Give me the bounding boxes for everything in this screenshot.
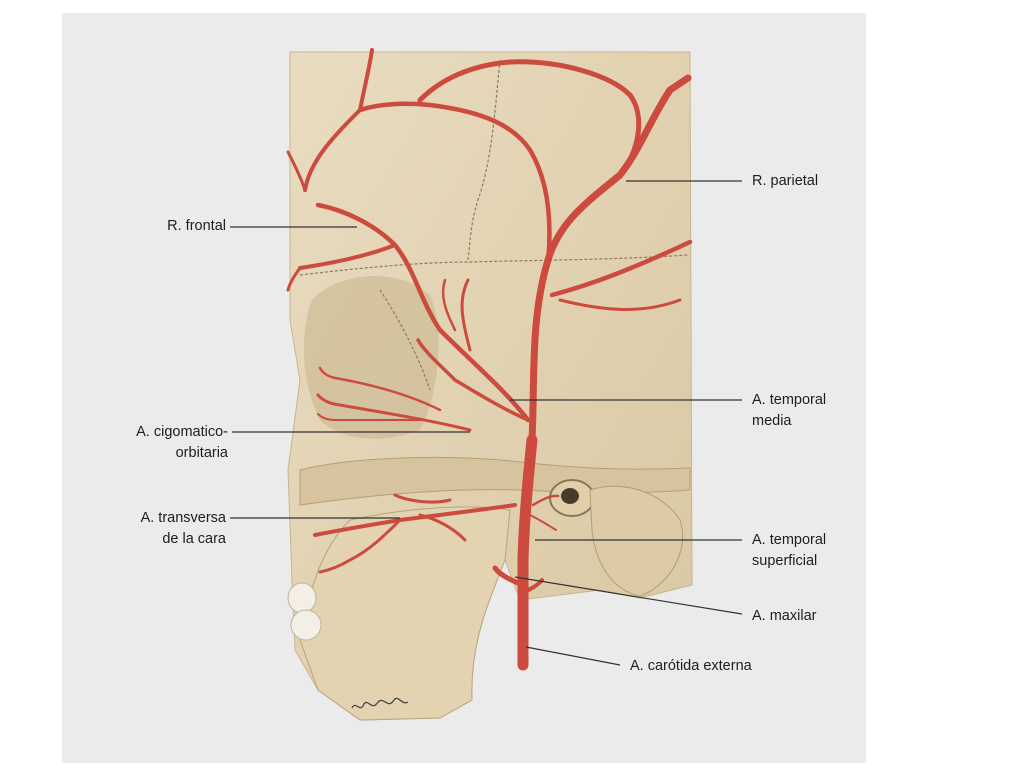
label-r-parietal: R. parietal	[752, 173, 819, 189]
orbit-cavity	[303, 276, 439, 439]
label-r-frontal: R. frontal	[167, 218, 226, 234]
skull-sutures	[299, 59, 689, 391]
label-temporal-superficial-line2: superficial	[752, 553, 818, 569]
label-cigomatico-line1: A. cigomatico-	[136, 424, 228, 440]
artery-temporal-superficial	[528, 74, 692, 444]
leader-maxilar	[514, 576, 743, 615]
arteries	[286, 48, 693, 671]
label-carotida-externa: A. carótida externa	[630, 658, 752, 674]
label-cigomatico-line2: orbitaria	[175, 445, 228, 461]
artery-maxilar	[492, 565, 526, 588]
label-temporal-media: A. temporal media	[752, 390, 826, 432]
ear-canal-opening	[561, 488, 579, 504]
label-maxilar: A. maxilar	[752, 608, 817, 624]
label-transversa-line1: A. transversa	[140, 510, 226, 526]
artery-temporal-media	[416, 338, 530, 422]
label-temporal-media-line2: media	[752, 413, 792, 429]
label-cigomatico-orbitaria: A. cigomatico- orbitaria	[90, 422, 228, 464]
label-temporal-superficial-line1: A. temporal	[752, 532, 827, 548]
label-transversa-cara: A. transversa de la cara	[100, 508, 226, 550]
teeth	[287, 582, 322, 641]
label-temporal-superficial: A. temporal superficial	[752, 530, 826, 572]
label-transversa-line2: de la cara	[162, 531, 226, 547]
label-temporal-media-line1: A. temporal	[752, 392, 827, 408]
leader-lines	[230, 180, 743, 666]
artery-r-frontal	[315, 202, 531, 423]
leader-carotida	[525, 646, 621, 666]
artery-r-parietal	[417, 59, 642, 178]
mastoid-process	[589, 485, 684, 597]
artery-cigomatico-orbitaria	[316, 393, 472, 432]
zygomatic-arch	[299, 456, 691, 506]
artery-carotid-externa	[517, 434, 538, 671]
artist-signature	[351, 697, 409, 709]
